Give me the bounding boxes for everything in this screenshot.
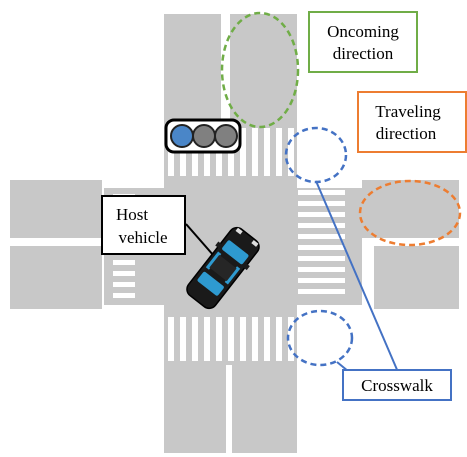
host-label-line1: Host	[116, 205, 148, 224]
signal-lamp-off	[214, 124, 238, 148]
lane-markings	[10, 14, 459, 453]
crosswalk-label: Crosswalk	[361, 376, 433, 395]
lane-divider-bottom	[226, 365, 232, 453]
host-label-box	[101, 195, 186, 255]
lane-divider-left	[10, 238, 102, 246]
traveling-label-line2: direction	[376, 124, 437, 143]
oncoming-region-ellipse	[220, 11, 300, 129]
signal-lamp-off	[192, 124, 216, 148]
traveling-region-ellipse	[358, 179, 462, 247]
road-block-bottom-left	[164, 365, 226, 453]
signal-lamp-blue	[170, 124, 194, 148]
road-block-right-bottom	[374, 246, 459, 309]
oncoming-label-line2: direction	[333, 44, 394, 63]
traffic-light	[164, 118, 242, 154]
oncoming-label-line1: Oncoming	[327, 22, 399, 41]
lane-edge	[104, 180, 164, 188]
lane-edge	[104, 305, 164, 315]
road-block-top-right	[230, 14, 297, 126]
traveling-label-box	[357, 91, 467, 153]
oncoming-label-box	[308, 11, 418, 73]
road-block-top-left	[164, 14, 221, 126]
road-block-bottom-right	[232, 365, 297, 453]
crosswalk-leader-line	[315, 180, 399, 373]
lane-divider-right	[362, 238, 459, 246]
host-label-line2: vehicle	[118, 228, 167, 247]
lane-edge	[297, 180, 362, 188]
traveling-label-line1: Traveling	[375, 102, 441, 121]
crosswalk-region-ellipse-bottom	[286, 309, 354, 367]
crosswalk-label-box	[342, 369, 452, 401]
crosswalk-bottom-stripes	[168, 317, 294, 361]
host-leader-line	[185, 223, 215, 257]
road-block-left-bottom	[10, 246, 102, 309]
host-vehicle-car	[186, 226, 260, 310]
lane-edge	[297, 305, 362, 315]
lane-divider-top	[221, 14, 230, 126]
road-block-left-top	[10, 180, 102, 238]
